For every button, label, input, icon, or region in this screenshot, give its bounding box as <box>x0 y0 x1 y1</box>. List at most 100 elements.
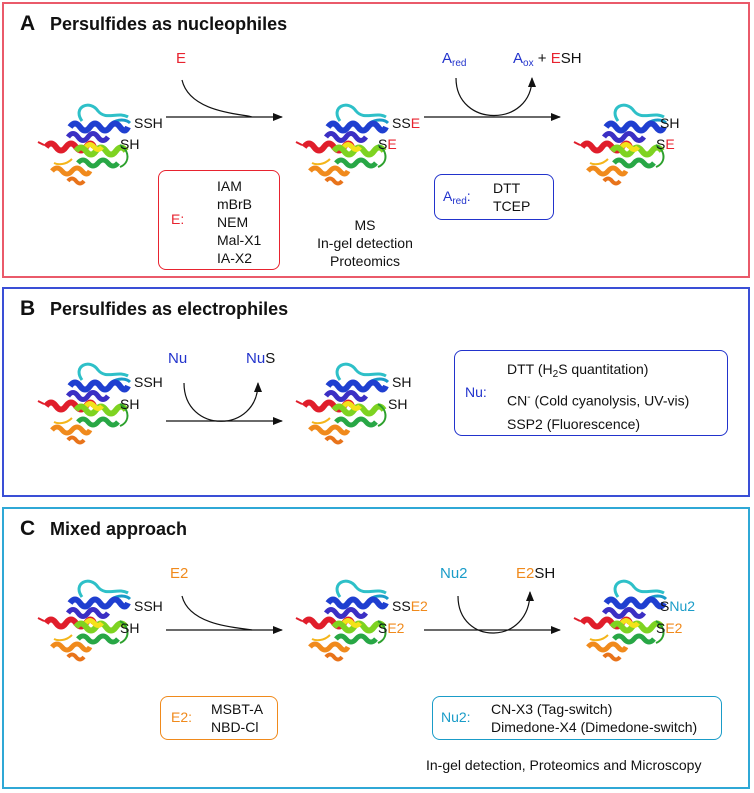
panel-b-title-text: Persulfides as electrophiles <box>50 299 289 319</box>
panel-a-title-text: Persulfides as nucleophiles <box>50 14 288 34</box>
curve-b1 <box>183 382 262 422</box>
reagent-ared-main: A <box>442 50 453 67</box>
nu-item: SSP2 (Fluorescence) <box>507 415 641 432</box>
panel-c: C Mixed approach <box>2 507 750 789</box>
product-e2sh: E2SH <box>516 565 555 582</box>
c1-top-label: SSH <box>134 598 163 614</box>
e-item: IA-X2 <box>217 250 253 266</box>
e2-box-label: E2: <box>171 709 193 725</box>
product-aox: Aox + ESH <box>513 50 582 69</box>
a2-top-s: SS <box>392 115 411 131</box>
product-nus: NuS <box>246 350 275 367</box>
e-item: Mal-X1 <box>217 232 262 248</box>
panel-b-title: B Persulfides as electrophiles <box>20 297 288 321</box>
c2-top-label: SSE2 <box>392 598 428 614</box>
e2-reagent-box: E2: MSBT-A NBD-Cl <box>160 696 278 740</box>
product-aox-sub: ox <box>523 58 534 69</box>
a3-top-label: SH <box>660 115 680 131</box>
e2-item: MSBT-A <box>211 701 264 717</box>
ared-item: DTT <box>493 180 521 196</box>
a2-bot-label: SE <box>378 136 397 152</box>
curve-a1 <box>181 79 253 118</box>
product-e2: E2 <box>516 565 535 582</box>
ared-box-label-main: A <box>443 188 453 204</box>
a1-top-label: SSH <box>134 115 163 131</box>
nu-item: DTT (H2S quantitation) <box>507 361 649 380</box>
e-box-label: E: <box>171 211 185 227</box>
product-nus-nu: Nu <box>246 350 266 367</box>
reagent-e2: E2 <box>170 565 189 582</box>
product-e: E <box>550 50 561 67</box>
panel-a: A Persulfides as nucleophiles <box>2 2 750 278</box>
curve-a2 <box>455 77 536 117</box>
b1-bot-label: SH <box>120 396 140 412</box>
nu-box-list: DTT (H2S quantitation) CN- (Cold cyanoly… <box>507 358 689 436</box>
product-nus-s: S <box>265 350 276 367</box>
e2-item: NBD-Cl <box>211 719 259 735</box>
nu-item: CN- (Cold cyanolysis, UV-vis) <box>507 392 690 409</box>
b2-bot-label: SH <box>388 396 408 412</box>
reagent-ared: Ared <box>442 50 466 69</box>
e-item: IAM <box>217 178 242 194</box>
nu2-box-list: CN-X3 (Tag-switch) Dimedone-X4 (Dimedone… <box>491 700 697 736</box>
nu2-box-label: Nu2: <box>441 709 471 725</box>
panel-b: B Persulfides as electrophiles <box>2 287 750 497</box>
reagent-nu2: Nu2 <box>440 565 468 582</box>
detection-methods: MS In-gel detection Proteomics <box>300 216 430 270</box>
a2-bot-e: E <box>387 136 397 152</box>
product-plus: + <box>533 50 551 67</box>
detection-item: In-gel detection <box>317 235 413 251</box>
reagent-ared-sub: red <box>452 58 467 69</box>
product-aox-main: A <box>513 50 524 67</box>
c1-bot-label: SH <box>120 620 140 636</box>
nu-box-label: Nu: <box>465 384 487 400</box>
nu2-item: Dimedone-X4 (Dimedone-switch) <box>491 719 698 735</box>
ared-item: TCEP <box>493 198 531 214</box>
panel-a-title: A Persulfides as nucleophiles <box>20 12 287 36</box>
a3-bot-e: E <box>665 136 675 152</box>
ared-box-label-sub: red <box>452 196 467 207</box>
protein-a1 <box>38 105 130 183</box>
protein-c2 <box>296 581 388 659</box>
nu-reagent-box: Nu: DTT (H2S quantitation) CN- (Cold cya… <box>454 350 728 436</box>
a2-top-label: SSE <box>392 115 420 131</box>
e-item: NEM <box>217 214 249 230</box>
a1-bot-label: SH <box>120 136 140 152</box>
a3-bot-s: S <box>656 136 666 152</box>
ared-reagent-box: Ared: DTT TCEP <box>434 174 554 220</box>
e-item: mBrB <box>217 196 252 212</box>
e-reagent-box: E: IAM mBrB NEM Mal-X1 IA-X2 <box>158 170 280 270</box>
b1-top-label: SSH <box>134 374 163 390</box>
curve-c1 <box>181 595 253 631</box>
nu2-item: CN-X3 (Tag-switch) <box>491 701 613 717</box>
a3-bot-label: SE <box>656 136 675 152</box>
ared-box-list: DTT TCEP <box>493 179 530 215</box>
a2-top-e: E <box>410 115 421 131</box>
e2-box-list: MSBT-A NBD-Cl <box>211 700 263 736</box>
curve-c2 <box>457 591 534 634</box>
reagent-e: E <box>176 50 187 67</box>
panel-c-letter: C <box>20 517 36 540</box>
panel-a-letter: A <box>20 12 36 35</box>
protein-c3 <box>574 581 666 659</box>
b2-top-label: SH <box>392 374 412 390</box>
product-sh: SH <box>560 50 582 67</box>
protein-b1 <box>38 364 130 442</box>
ared-box-label: Ared: <box>443 188 471 207</box>
c3-top-label: SNu2 <box>660 598 696 614</box>
panel-c-title-text: Mixed approach <box>50 519 188 539</box>
protein-a3 <box>574 105 666 183</box>
detection-item: MS <box>354 217 376 233</box>
reagent-nu: Nu <box>168 350 188 367</box>
detection-item: Proteomics <box>329 253 401 269</box>
nu2-reagent-box: Nu2: CN-X3 (Tag-switch) Dimedone-X4 (Dim… <box>432 696 722 740</box>
panel-b-letter: B <box>20 297 36 320</box>
product-e2-sh: SH <box>534 565 556 582</box>
protein-b2 <box>296 364 388 442</box>
panel-c-footer: In-gel detection, Proteomics and Microsc… <box>426 757 702 773</box>
ared-box-colon: : <box>466 188 471 204</box>
protein-c1 <box>38 581 130 659</box>
a2-bot-s: S <box>378 136 388 152</box>
